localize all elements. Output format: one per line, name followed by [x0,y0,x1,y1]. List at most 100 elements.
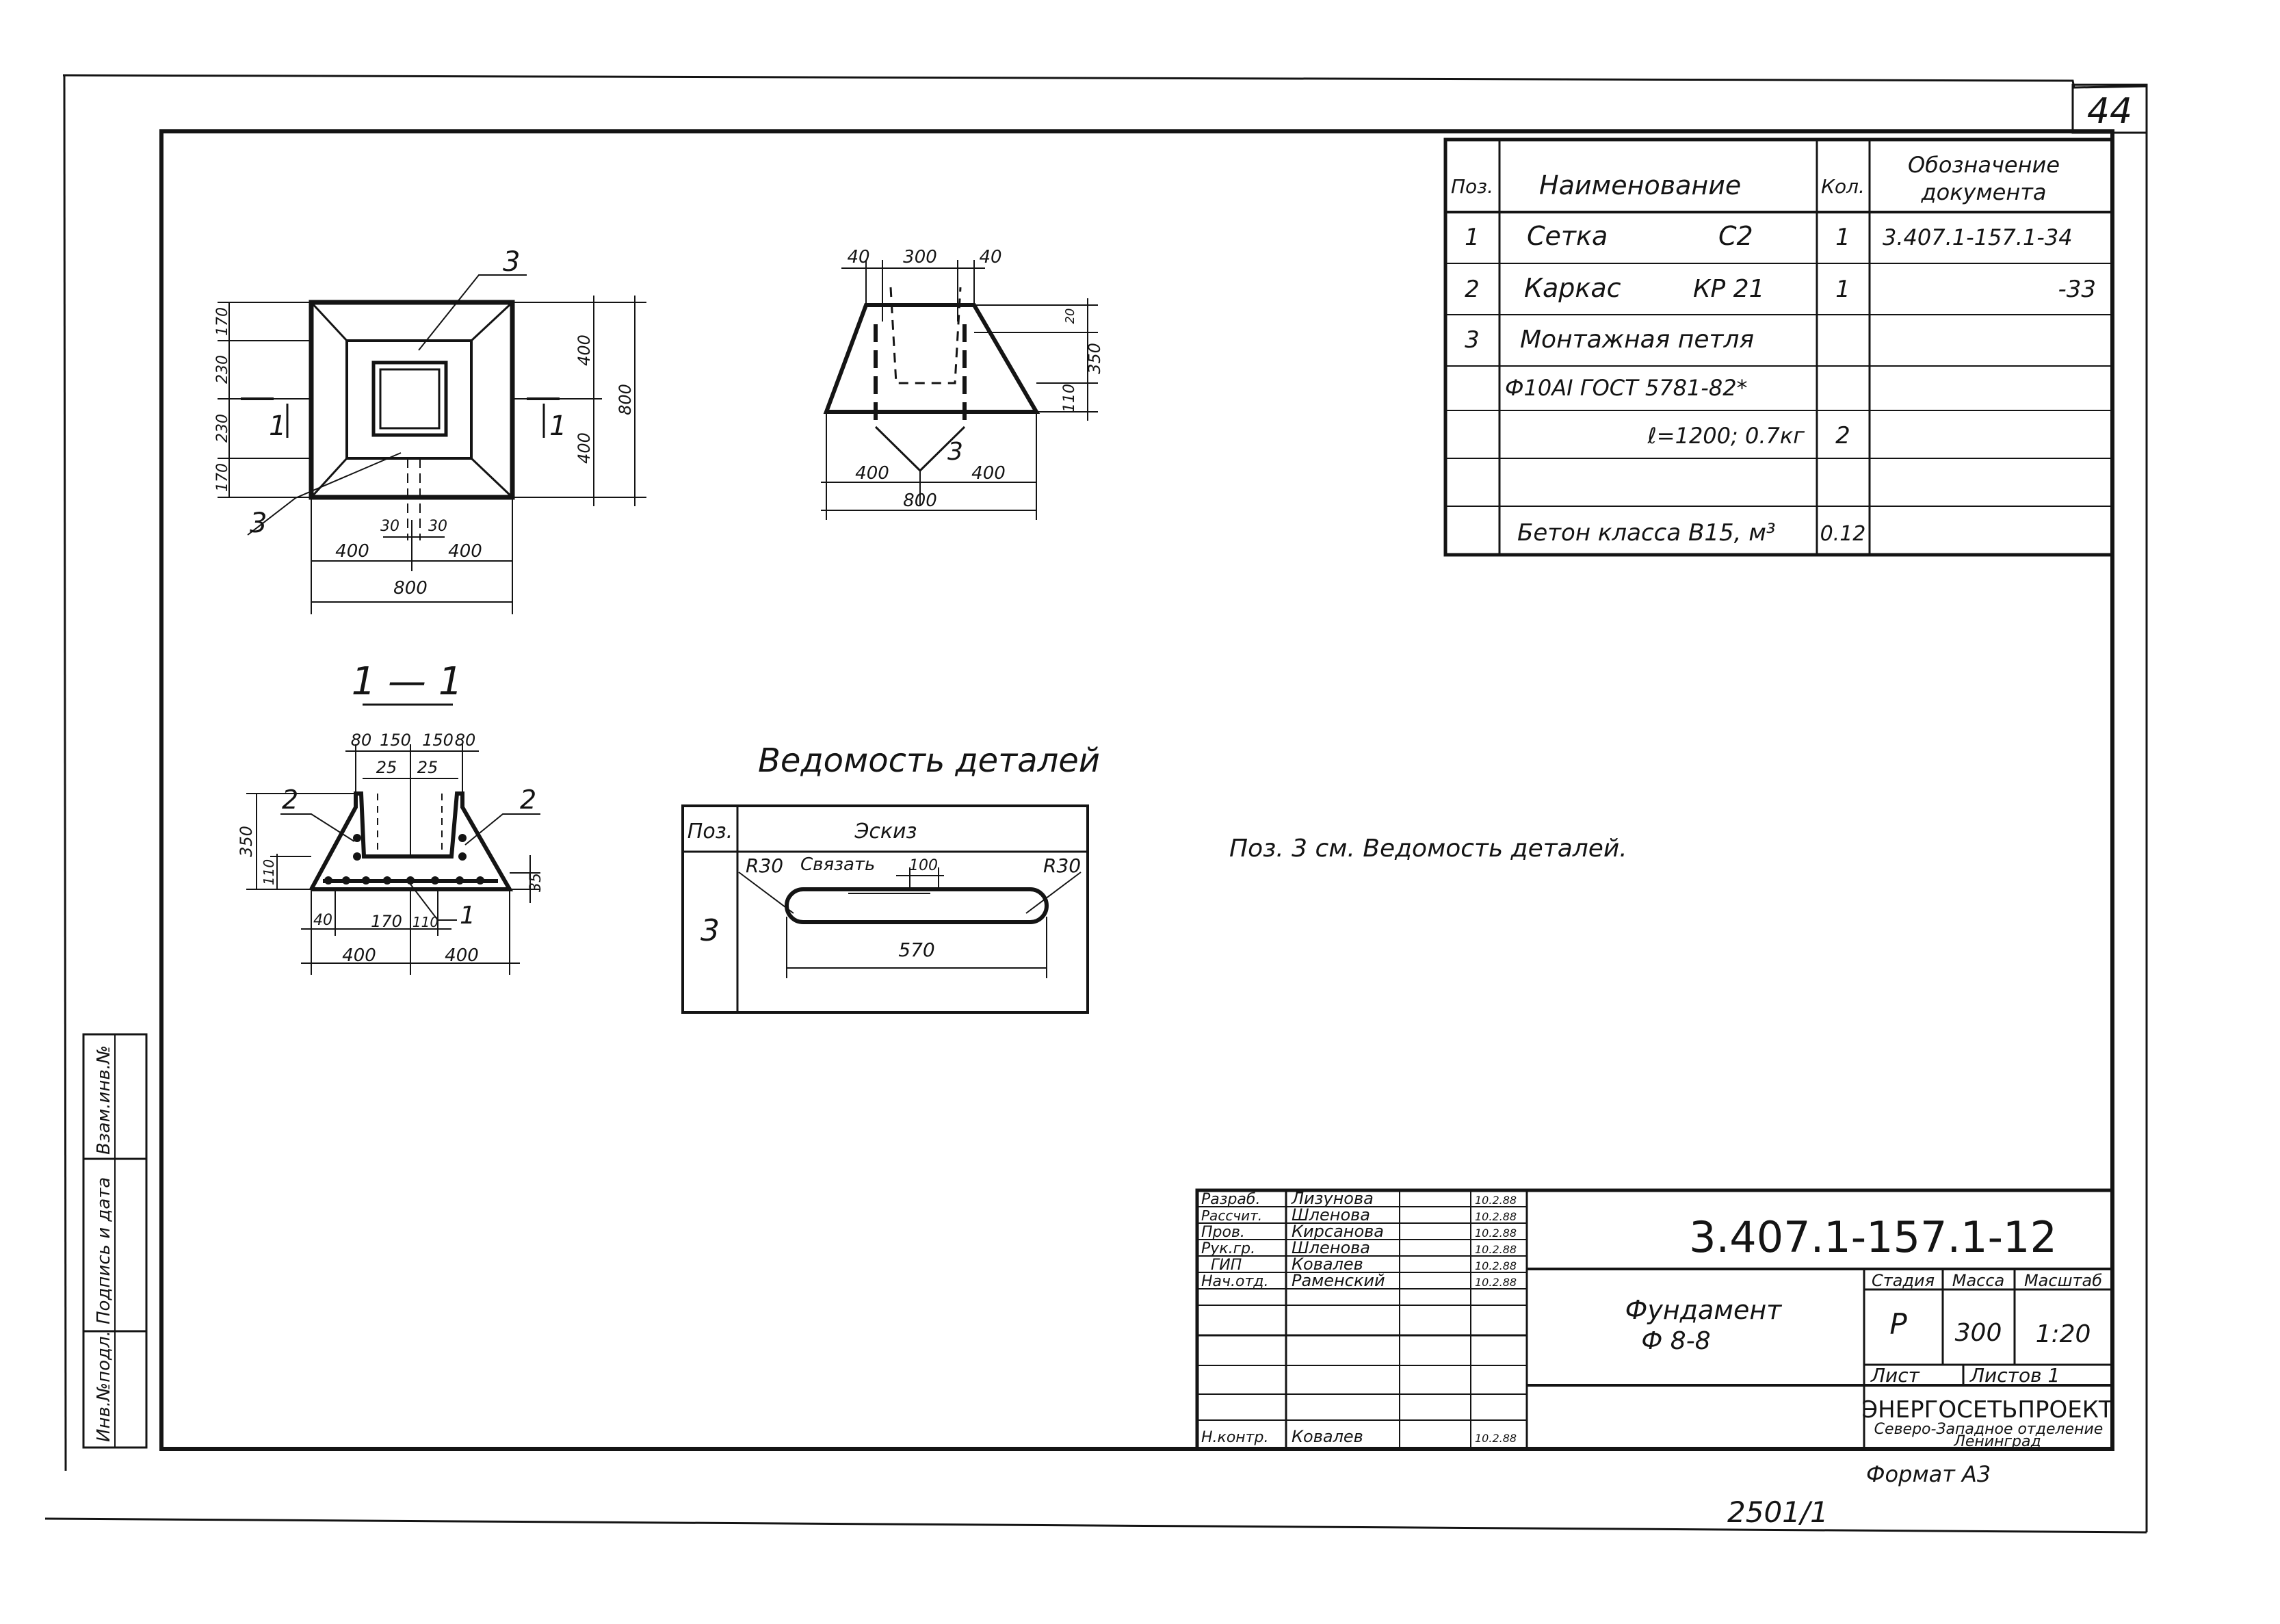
plan-dim-b2: 400 [448,541,482,562]
org-city: Ленинград [1953,1433,2041,1450]
person-name-6: Раменский [1292,1271,1385,1290]
control-role: Н.контр. [1201,1429,1268,1446]
details-tie-length: 100 [909,857,938,874]
plan-dim-b4: 30 [380,518,399,535]
person-role-5: ГИП [1211,1257,1242,1274]
details-length: 570 [898,939,934,961]
person-date-6: 10.2.88 [1475,1276,1517,1289]
side-dim-t2: 300 [903,247,937,267]
side-callout: 3 [947,438,963,466]
details-pos: 3 [700,913,720,948]
spec-row5-qty: 2 [1835,422,1850,449]
control-name: Ковалев [1292,1427,1363,1446]
details-radius-right: R30 [1043,854,1081,877]
sheet-frame [44,74,2148,1534]
section-dim-t3: 150 [422,731,454,750]
plan-section-mark-right: 1 [549,410,566,442]
person-date-5: 10.2.88 [1475,1259,1517,1272]
plan-dim-l3: 230 [214,414,231,443]
section-dim-t5: 25 [376,758,397,777]
plan-callout-top: 3 [503,246,520,278]
section-dim-b1: 40 [313,912,332,929]
person-role-2: Рассчит. [1201,1207,1262,1224]
details-table [681,804,1089,1014]
plan-dim-b1: 400 [335,541,369,562]
scale-value: 1:20 [2036,1320,2091,1348]
stage-value: Р [1889,1307,1907,1341]
side-dim-b2: 400 [971,463,1006,484]
section-dim-b4: 400 [342,945,376,966]
spec-row4-name: Ф10АI ГОСТ 5781-82* [1505,375,1748,401]
mass-label: Масса [1952,1271,2005,1290]
person-date-2: 10.2.88 [1475,1210,1517,1223]
section-dim-b2: 170 [371,912,402,931]
side-stamp-sign: Подпись и дата [94,1177,114,1324]
details-radius-left: R30 [746,854,783,877]
sheets-label: Листов 1 [1969,1364,2060,1387]
spec-row1-doc: 3.407.1-157.1-34 [1883,224,2073,250]
spec-row7-qty: 0.12 [1820,522,1866,546]
mass-value: 300 [1955,1319,2002,1347]
section-callout-left: 2 [282,785,298,815]
spec-row2-qty: 1 [1835,276,1850,303]
person-date-3: 10.2.88 [1475,1227,1517,1240]
spec-row2-doc: -33 [2058,276,2096,303]
person-name-1: Лизунова [1291,1189,1374,1208]
spec-row1-mark: С2 [1718,221,1753,251]
section-dim-l1: 350 [237,826,256,857]
stage-label: Стадия [1872,1271,1935,1290]
person-role-1: Разраб. [1201,1191,1260,1208]
spec-row5-name: ℓ=1200; 0.7кг [1647,423,1805,449]
details-tie-label: Связать [800,854,875,875]
title-block [1195,1188,2114,1451]
side-view [821,260,1098,520]
plan-dim-r1: 400 [575,335,594,366]
plan-dim-b3: 800 [393,578,428,599]
spec-row3-pos: 3 [1465,326,1480,354]
spec-row2-pos: 2 [1465,276,1480,303]
person-role-6: Нач.отд. [1201,1273,1269,1290]
section-title: 1 — 1 [352,659,463,704]
item-name-line1: Фундамент [1625,1295,1783,1325]
details-title: Ведомость деталей [758,742,1100,780]
plan-dim-l1: 170 [214,307,231,336]
note-text: Поз. 3 см. Ведомость деталей. [1229,835,1627,863]
spec-row2-mark: КР 21 [1693,275,1765,303]
section-dim-b3: 110 [412,914,438,930]
plan-section-mark-left: 1 [269,410,286,442]
person-date-1: 10.2.88 [1475,1194,1517,1207]
plan-view [218,274,646,614]
details-col-pos: Поз. [687,820,733,843]
org-department: Северо-Западное отделение [1874,1421,2104,1438]
spec-row3-name: Монтажная петля [1520,326,1754,354]
spec-row1-pos: 1 [1465,224,1480,251]
person-date-4: 10.2.88 [1475,1243,1517,1256]
sheet-label: Лист [1870,1364,1920,1387]
section-callout-bottom: 1 [460,902,475,930]
section-dim-t2: 150 [380,731,411,750]
scale-label: Масштаб [2024,1271,2102,1290]
section-view [246,744,540,975]
item-name-line2: Ф 8-8 [1641,1327,1710,1355]
side-dim-r2: 350 [1085,343,1104,374]
title-block-designation: 3.407.1-157.1-12 [1689,1212,2057,1262]
side-dim-b1: 400 [855,463,889,484]
plan-dim-l4: 170 [214,463,231,492]
side-dim-b3: 800 [903,490,937,511]
control-date: 10.2.88 [1475,1432,1517,1445]
section-dim-t1: 80 [351,731,372,750]
org-name: ЭНЕРГОСЕТЬПРОЕКТ [1861,1396,2113,1424]
sheet-number: 44 [2087,91,2132,132]
person-role-4: Рук.гр. [1201,1240,1255,1257]
plan-callout-bottom: 3 [250,508,267,539]
person-name-5: Ковалев [1292,1255,1363,1274]
plan-dim-l2: 230 [214,355,231,384]
side-dim-t1: 40 [847,247,869,267]
spec-table [1443,137,2114,557]
section-callout-right: 2 [520,785,536,815]
plan-dim-b5: 30 [428,518,447,535]
section-dim-r1: 35 [527,873,545,892]
side-stamp-vzam: Взам.инв.№ [94,1045,114,1155]
side-stamp-inv: Инв.№подл. [94,1331,114,1442]
spec-header-name: Наименование [1539,170,1741,200]
